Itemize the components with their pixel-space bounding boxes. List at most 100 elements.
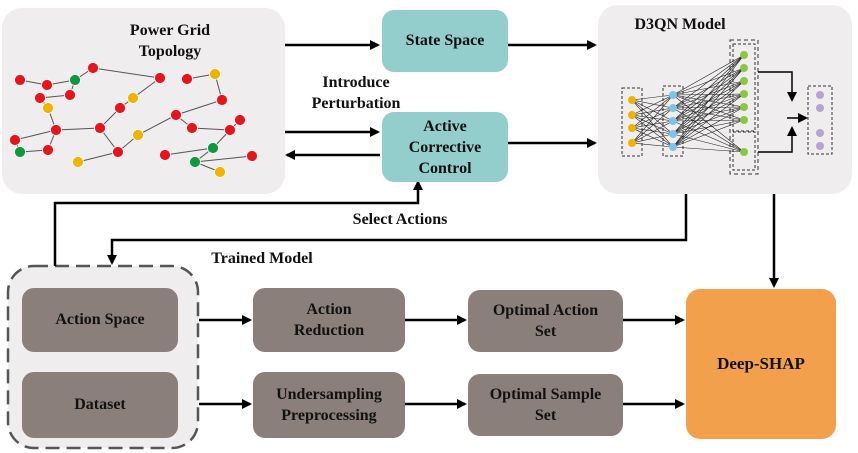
- nn-connection: [631, 99, 674, 122]
- grid-node: [34, 92, 46, 104]
- undersampling-box: Undersampling Preprocessing: [253, 372, 405, 438]
- optimal-action-set-label: Optimal Action Set: [492, 302, 599, 340]
- grid-edge: [194, 155, 253, 163]
- value-merge-arrow: [758, 71, 797, 102]
- grid-edge: [55, 127, 101, 131]
- grid-node: [209, 68, 221, 80]
- grid-node: [246, 150, 258, 162]
- grid-edge: [137, 114, 177, 136]
- deep-shap-label: Deep-SHAP: [717, 354, 805, 373]
- d3qn-model-title: D3QN Model: [634, 16, 726, 33]
- nn-hidden-node: [669, 91, 677, 99]
- grid-node: [170, 109, 182, 121]
- nn-value-node: [740, 51, 748, 59]
- power-grid-topology-title: Power Grid Topology: [129, 22, 211, 60]
- grid-node: [14, 74, 26, 86]
- nn-connection: [631, 94, 674, 101]
- action-reduction-box: Action Reduction: [253, 288, 405, 352]
- trained-model-label: Trained Model: [211, 250, 313, 267]
- optimal-action-set-box: Optimal Action Set: [468, 290, 623, 352]
- nn-advantage-node: [740, 148, 748, 156]
- grid-node: [234, 114, 246, 126]
- output-layer-frame: [807, 85, 833, 155]
- nn-connection: [631, 127, 674, 135]
- grid-node: [181, 73, 193, 85]
- nn-input-node: [628, 111, 636, 119]
- select-actions-label: Select Actions: [352, 211, 448, 228]
- grid-node: [14, 146, 26, 158]
- nn-connection: [631, 99, 674, 135]
- grid-node: [154, 72, 166, 84]
- grid-node: [159, 149, 171, 161]
- nn-connection: [672, 94, 745, 153]
- dataset-label: Dataset: [74, 396, 126, 413]
- nn-input-node: [628, 124, 636, 132]
- grid-edge: [175, 99, 223, 116]
- nn-connection: [672, 67, 745, 148]
- nn-output-node: [816, 129, 824, 137]
- nn-connection: [631, 94, 674, 116]
- grid-node: [189, 156, 201, 168]
- action-reduction-label: Action Reduction: [293, 301, 365, 339]
- d3qn-model-panel: [598, 5, 852, 194]
- state-space-label: State Space: [405, 32, 485, 49]
- nn-output-node: [816, 91, 824, 99]
- optimal-sample-set-box: Optimal Sample Set: [468, 374, 623, 436]
- nn-input-node: [628, 139, 636, 147]
- nn-hidden-node: [669, 117, 677, 125]
- nn-connection: [631, 142, 674, 148]
- grid-node: [41, 79, 53, 91]
- grid-node: [9, 134, 21, 146]
- grid-node: [114, 102, 126, 114]
- corrective-control-box: Active Corrective Control: [382, 112, 508, 182]
- nn-connection: [631, 99, 674, 148]
- grid-node: [224, 124, 236, 136]
- grid-edge: [92, 67, 161, 79]
- nn-output-node: [816, 142, 824, 150]
- nn-connection: [672, 80, 745, 148]
- grid-node: [69, 74, 81, 86]
- nn-connection: [672, 93, 745, 148]
- grid-edge: [77, 151, 119, 163]
- nn-value-node: [740, 64, 748, 72]
- nn-hidden-node: [669, 143, 677, 151]
- grid-node: [87, 62, 99, 74]
- advantage-merge-arrow: [758, 126, 797, 153]
- nn-connection: [631, 107, 674, 144]
- grid-node: [207, 142, 219, 154]
- nn-connection: [631, 133, 674, 144]
- nn-input-node: [628, 96, 636, 104]
- nn-connection: [631, 120, 674, 144]
- grid-node: [42, 102, 54, 114]
- nn-connection: [672, 106, 745, 148]
- nn-value-node: [740, 77, 748, 85]
- value-stream-frame: [732, 43, 756, 132]
- dueling-frame: [729, 39, 759, 175]
- deep-shap-box: Deep-SHAP: [686, 289, 836, 439]
- select-actions-arrow: [53, 180, 423, 266]
- action-space-label: Action Space: [55, 311, 145, 328]
- grid-node: [112, 146, 124, 158]
- optimal-sample-set-label: Optimal Sample Set: [489, 386, 602, 424]
- grid-edge: [14, 129, 57, 141]
- undersampling-label: Undersampling Preprocessing: [276, 386, 382, 424]
- introduce-perturbation-label: Introduce Perturbation: [311, 74, 401, 112]
- action-space-box: Action Space: [22, 288, 178, 352]
- nn-connection: [672, 54, 745, 148]
- grid-node: [132, 129, 144, 141]
- nn-connection: [631, 94, 674, 144]
- model-to-trained-model-arrow: [107, 194, 688, 265]
- nn-output-node: [816, 104, 824, 112]
- nn-connection: [672, 146, 745, 153]
- grid-edge: [191, 127, 231, 131]
- nn-value-node: [740, 90, 748, 98]
- grid-node: [42, 144, 54, 156]
- nn-connection: [672, 54, 745, 122]
- nn-connection: [672, 54, 745, 135]
- nn-connection: [672, 120, 745, 153]
- grid-node: [50, 124, 62, 136]
- trained-model-dashed-border: [6, 264, 200, 450]
- grid-node: [127, 92, 139, 104]
